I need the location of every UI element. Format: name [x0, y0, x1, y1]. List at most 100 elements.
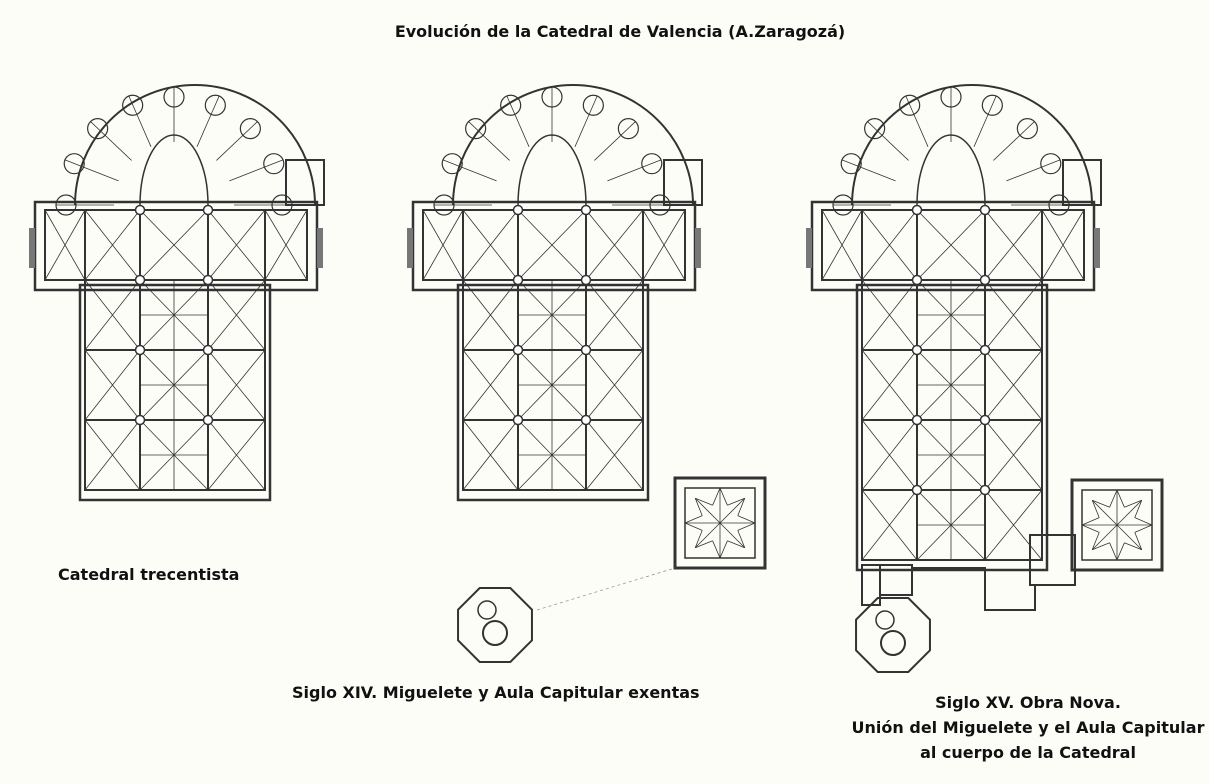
radial-chapel — [441, 153, 463, 175]
vault-rib — [1081, 517, 1100, 526]
vault-rib — [1081, 524, 1100, 533]
transept-wall — [810, 200, 1096, 292]
vault-rib — [694, 497, 721, 524]
radial-chapel — [239, 118, 261, 140]
vault-rib — [462, 349, 519, 421]
nave-wall — [855, 283, 1049, 572]
pillar — [580, 344, 592, 356]
vault-rib — [585, 419, 644, 491]
vault-rib — [737, 522, 756, 531]
vault-rib — [1116, 489, 1125, 508]
radial-chapel — [55, 194, 77, 216]
obra-nova-link — [861, 564, 881, 606]
vault-rib — [984, 349, 1043, 421]
dashed-link — [536, 567, 676, 611]
plan-3 — [806, 84, 1164, 673]
caption-line: Unión del Miguelete y el Aula Capitular — [851, 718, 1205, 737]
vault-rib — [462, 419, 519, 491]
vault-rib — [462, 279, 519, 351]
vault-rib — [462, 209, 519, 281]
vault-rib — [594, 121, 636, 161]
vault-rib — [207, 279, 266, 351]
vault-rib — [468, 121, 510, 161]
nave-wall — [78, 283, 272, 502]
tower-core — [880, 630, 906, 656]
vault-rib — [712, 540, 721, 559]
vault-rib — [128, 95, 152, 147]
vault-rib — [712, 487, 721, 506]
vault-rib — [207, 419, 266, 491]
vault-rib — [1116, 499, 1143, 526]
pillar — [202, 204, 214, 216]
vault-rib — [207, 209, 266, 281]
vault-rib — [916, 209, 986, 281]
vault-rib — [861, 279, 918, 351]
vault-rib — [84, 349, 141, 421]
vault-rib — [1041, 209, 1085, 281]
vault-rib — [642, 209, 686, 281]
radial-chapel — [204, 94, 226, 116]
radial-chapel — [63, 153, 85, 175]
miguelete-tower — [855, 597, 931, 673]
caption-plan-2: Siglo XIV. Miguelete y Aula Capitular ex… — [292, 680, 700, 705]
vault-rib — [727, 540, 745, 549]
vault-rib — [139, 209, 209, 281]
vault-rib — [1134, 500, 1143, 518]
obra-nova-wall — [912, 567, 1036, 611]
radial-chapel — [832, 194, 854, 216]
radial-chapel — [465, 118, 487, 140]
radial-chapel — [641, 153, 663, 175]
tower-core — [482, 620, 508, 646]
caption-line: Catedral trecentista — [58, 565, 240, 584]
vault-rib — [719, 487, 728, 506]
vault-rib — [737, 498, 746, 516]
radial-chapel — [541, 86, 563, 108]
vault-rib — [1006, 159, 1061, 182]
vault-rib — [442, 159, 497, 182]
vault-rib — [1092, 542, 1110, 551]
apse-ambulatory — [74, 84, 316, 206]
connecting-chapels — [1029, 534, 1076, 586]
vault-rib — [1134, 517, 1153, 526]
pillar — [979, 484, 991, 496]
vault-bay — [1041, 209, 1085, 281]
pillar — [979, 274, 991, 286]
pillar — [911, 344, 923, 356]
radial-chapel — [1040, 153, 1062, 175]
pillar — [134, 344, 146, 356]
pillar — [512, 274, 524, 286]
caption-plan-3: Siglo XV. Obra Nova. Unión del Miguelete… — [848, 690, 1208, 765]
sacristy-chapel — [663, 159, 703, 206]
pillar — [979, 414, 991, 426]
vault-rib — [727, 497, 745, 506]
caption-line: Siglo XIV. Miguelete y Aula Capitular ex… — [292, 683, 700, 702]
radial-chapel — [433, 194, 455, 216]
aula-capitular — [673, 476, 767, 570]
vault-rib — [719, 540, 728, 559]
portal-icon — [29, 228, 35, 268]
radial-chapel — [87, 118, 109, 140]
radial-chapel — [1016, 118, 1038, 140]
vault-rib — [1116, 542, 1125, 561]
vault-rib — [1109, 542, 1118, 561]
transept-wall — [33, 200, 319, 292]
portal-icon — [317, 228, 323, 268]
vault-rib — [1109, 489, 1118, 508]
transept-wall — [411, 200, 697, 292]
vault-rib — [719, 497, 746, 524]
vault-rib — [1091, 499, 1118, 526]
pillar — [580, 204, 592, 216]
vault-rib — [1134, 524, 1153, 533]
radial-chapel — [500, 94, 522, 116]
plan-2 — [407, 84, 767, 663]
pillar — [979, 344, 991, 356]
radial-chapel — [864, 118, 886, 140]
vault-rib — [196, 95, 220, 147]
vault-rib — [84, 279, 141, 351]
vault-rib — [861, 209, 918, 281]
vault-rib — [684, 515, 703, 524]
vault-rib — [585, 349, 644, 421]
vault-rib — [1091, 532, 1100, 550]
vault-rib — [64, 159, 119, 182]
